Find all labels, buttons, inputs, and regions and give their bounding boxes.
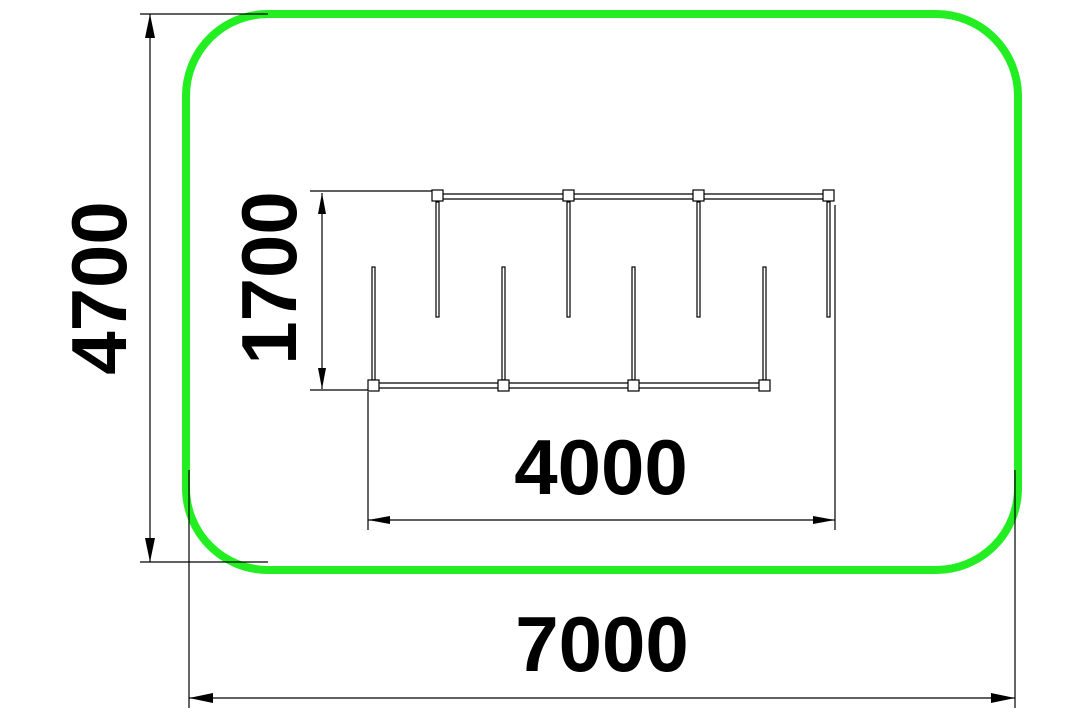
equipment-height-label: 1700 bbox=[225, 191, 313, 365]
arrow-right-icon bbox=[991, 693, 1015, 703]
arrow-left-icon bbox=[189, 693, 213, 703]
post-square-icon bbox=[627, 379, 640, 392]
arrow-up-icon bbox=[318, 193, 326, 214]
arrow-up-icon bbox=[145, 14, 155, 38]
arrow-right-icon bbox=[813, 516, 835, 524]
post-square-icon bbox=[562, 189, 575, 202]
post-square-icon bbox=[692, 189, 705, 202]
vertical-bar bbox=[826, 201, 831, 318]
overall-height-label: 4700 bbox=[55, 201, 143, 375]
equipment-width-label: 4000 bbox=[514, 423, 688, 511]
vertical-bar bbox=[566, 201, 571, 318]
safety-zone-outline bbox=[182, 10, 1022, 574]
vertical-bar bbox=[371, 266, 376, 381]
post-square-icon bbox=[758, 379, 771, 392]
vertical-bar bbox=[696, 201, 701, 318]
vertical-bar bbox=[435, 201, 440, 318]
equipment-height-dimension: 1700 bbox=[225, 190, 437, 391]
overall-width-dimension: 7000 bbox=[188, 470, 1016, 708]
arrow-down-icon bbox=[145, 538, 155, 562]
post-square-icon bbox=[431, 189, 444, 202]
overall-width-label: 7000 bbox=[515, 600, 689, 688]
post-square-icon bbox=[367, 379, 380, 392]
equipment-plan bbox=[367, 189, 835, 392]
equipment-width-dimension: 4000 bbox=[367, 205, 836, 530]
overall-height-dimension: 4700 bbox=[55, 13, 268, 563]
vertical-bar bbox=[631, 266, 636, 381]
arrow-down-icon bbox=[318, 368, 326, 389]
vertical-bar bbox=[501, 266, 506, 381]
vertical-bar bbox=[762, 266, 767, 381]
arrow-left-icon bbox=[368, 516, 390, 524]
post-square-icon bbox=[822, 189, 835, 202]
post-square-icon bbox=[497, 379, 510, 392]
